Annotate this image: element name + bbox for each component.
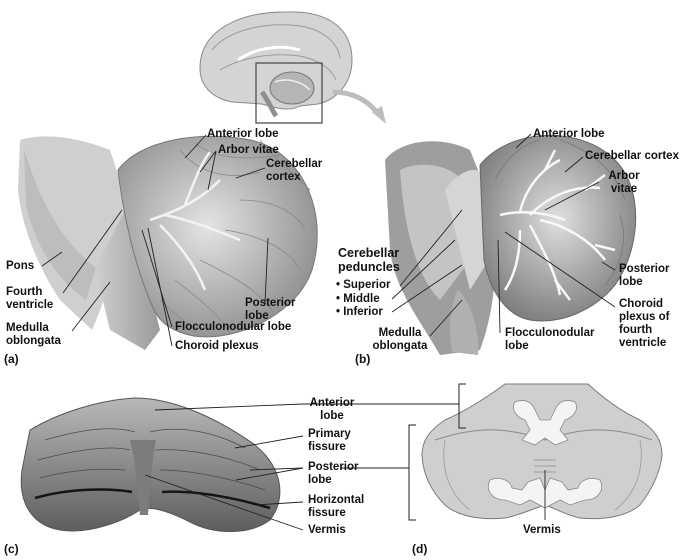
label-a-fourth-ventricle: Fourth ventricle [6, 286, 53, 312]
label-a-medulla-oblongata: Medulla oblongata [6, 322, 61, 348]
label-a-cerebellar-cortex: Cerebellar cortex [266, 158, 322, 184]
label-a-posterior-lobe: Posterior lobe [245, 297, 296, 323]
zoom-arrow [333, 92, 386, 124]
label-a-flocculonodular-lobe: Flocculonodular lobe [175, 321, 291, 334]
label-a-choroid-plexus: Choroid plexus [175, 340, 259, 353]
label-c-primary-fissure: Primary fissure [308, 428, 351, 454]
label-b-choroid-plexus: Choroid plexus of fourth ventricle [619, 298, 669, 350]
label-b-inferior: • Inferior [336, 306, 383, 319]
panel-d-tag: (d) [412, 542, 427, 556]
panel-c-image [21, 398, 280, 532]
label-b-posterior-lobe: Posterior lobe [619, 263, 670, 289]
label-b-arbor-vitae: Arbor vitae [600, 170, 648, 196]
label-b-anterior-lobe: Anterior lobe [533, 128, 605, 141]
panel-c-tag: (c) [4, 542, 19, 556]
label-b-middle: • Middle [336, 293, 380, 306]
label-c-horizontal-fissure: Horizontal fissure [308, 494, 364, 520]
brain-thumbnail [200, 12, 352, 123]
panel-a-tag: (a) [4, 352, 19, 366]
label-c-posterior-lobe: Posterior lobe [308, 461, 359, 487]
label-b-cerebellar-cortex: Cerebellar cortex [585, 150, 679, 163]
label-b-cerebellar-peduncles: Cerebellar peduncles [338, 246, 400, 274]
label-b-flocculonodular-lobe: Flocculonodular lobe [505, 327, 594, 353]
panel-b-tag: (b) [355, 352, 370, 366]
label-a-anterior-lobe: Anterior lobe [207, 128, 279, 141]
label-a-pons: Pons [6, 260, 34, 273]
label-b-medulla-oblongata: Medulla oblongata [368, 327, 432, 353]
label-a-arbor-vitae: Arbor vitae [218, 144, 279, 157]
panel-b-image [385, 135, 636, 355]
label-d-vermis: Vermis [523, 524, 561, 537]
label-c-anterior-lobe: Anterior lobe [304, 397, 360, 423]
label-c-vermis: Vermis [308, 524, 346, 537]
label-b-superior: • Superior [336, 279, 391, 292]
